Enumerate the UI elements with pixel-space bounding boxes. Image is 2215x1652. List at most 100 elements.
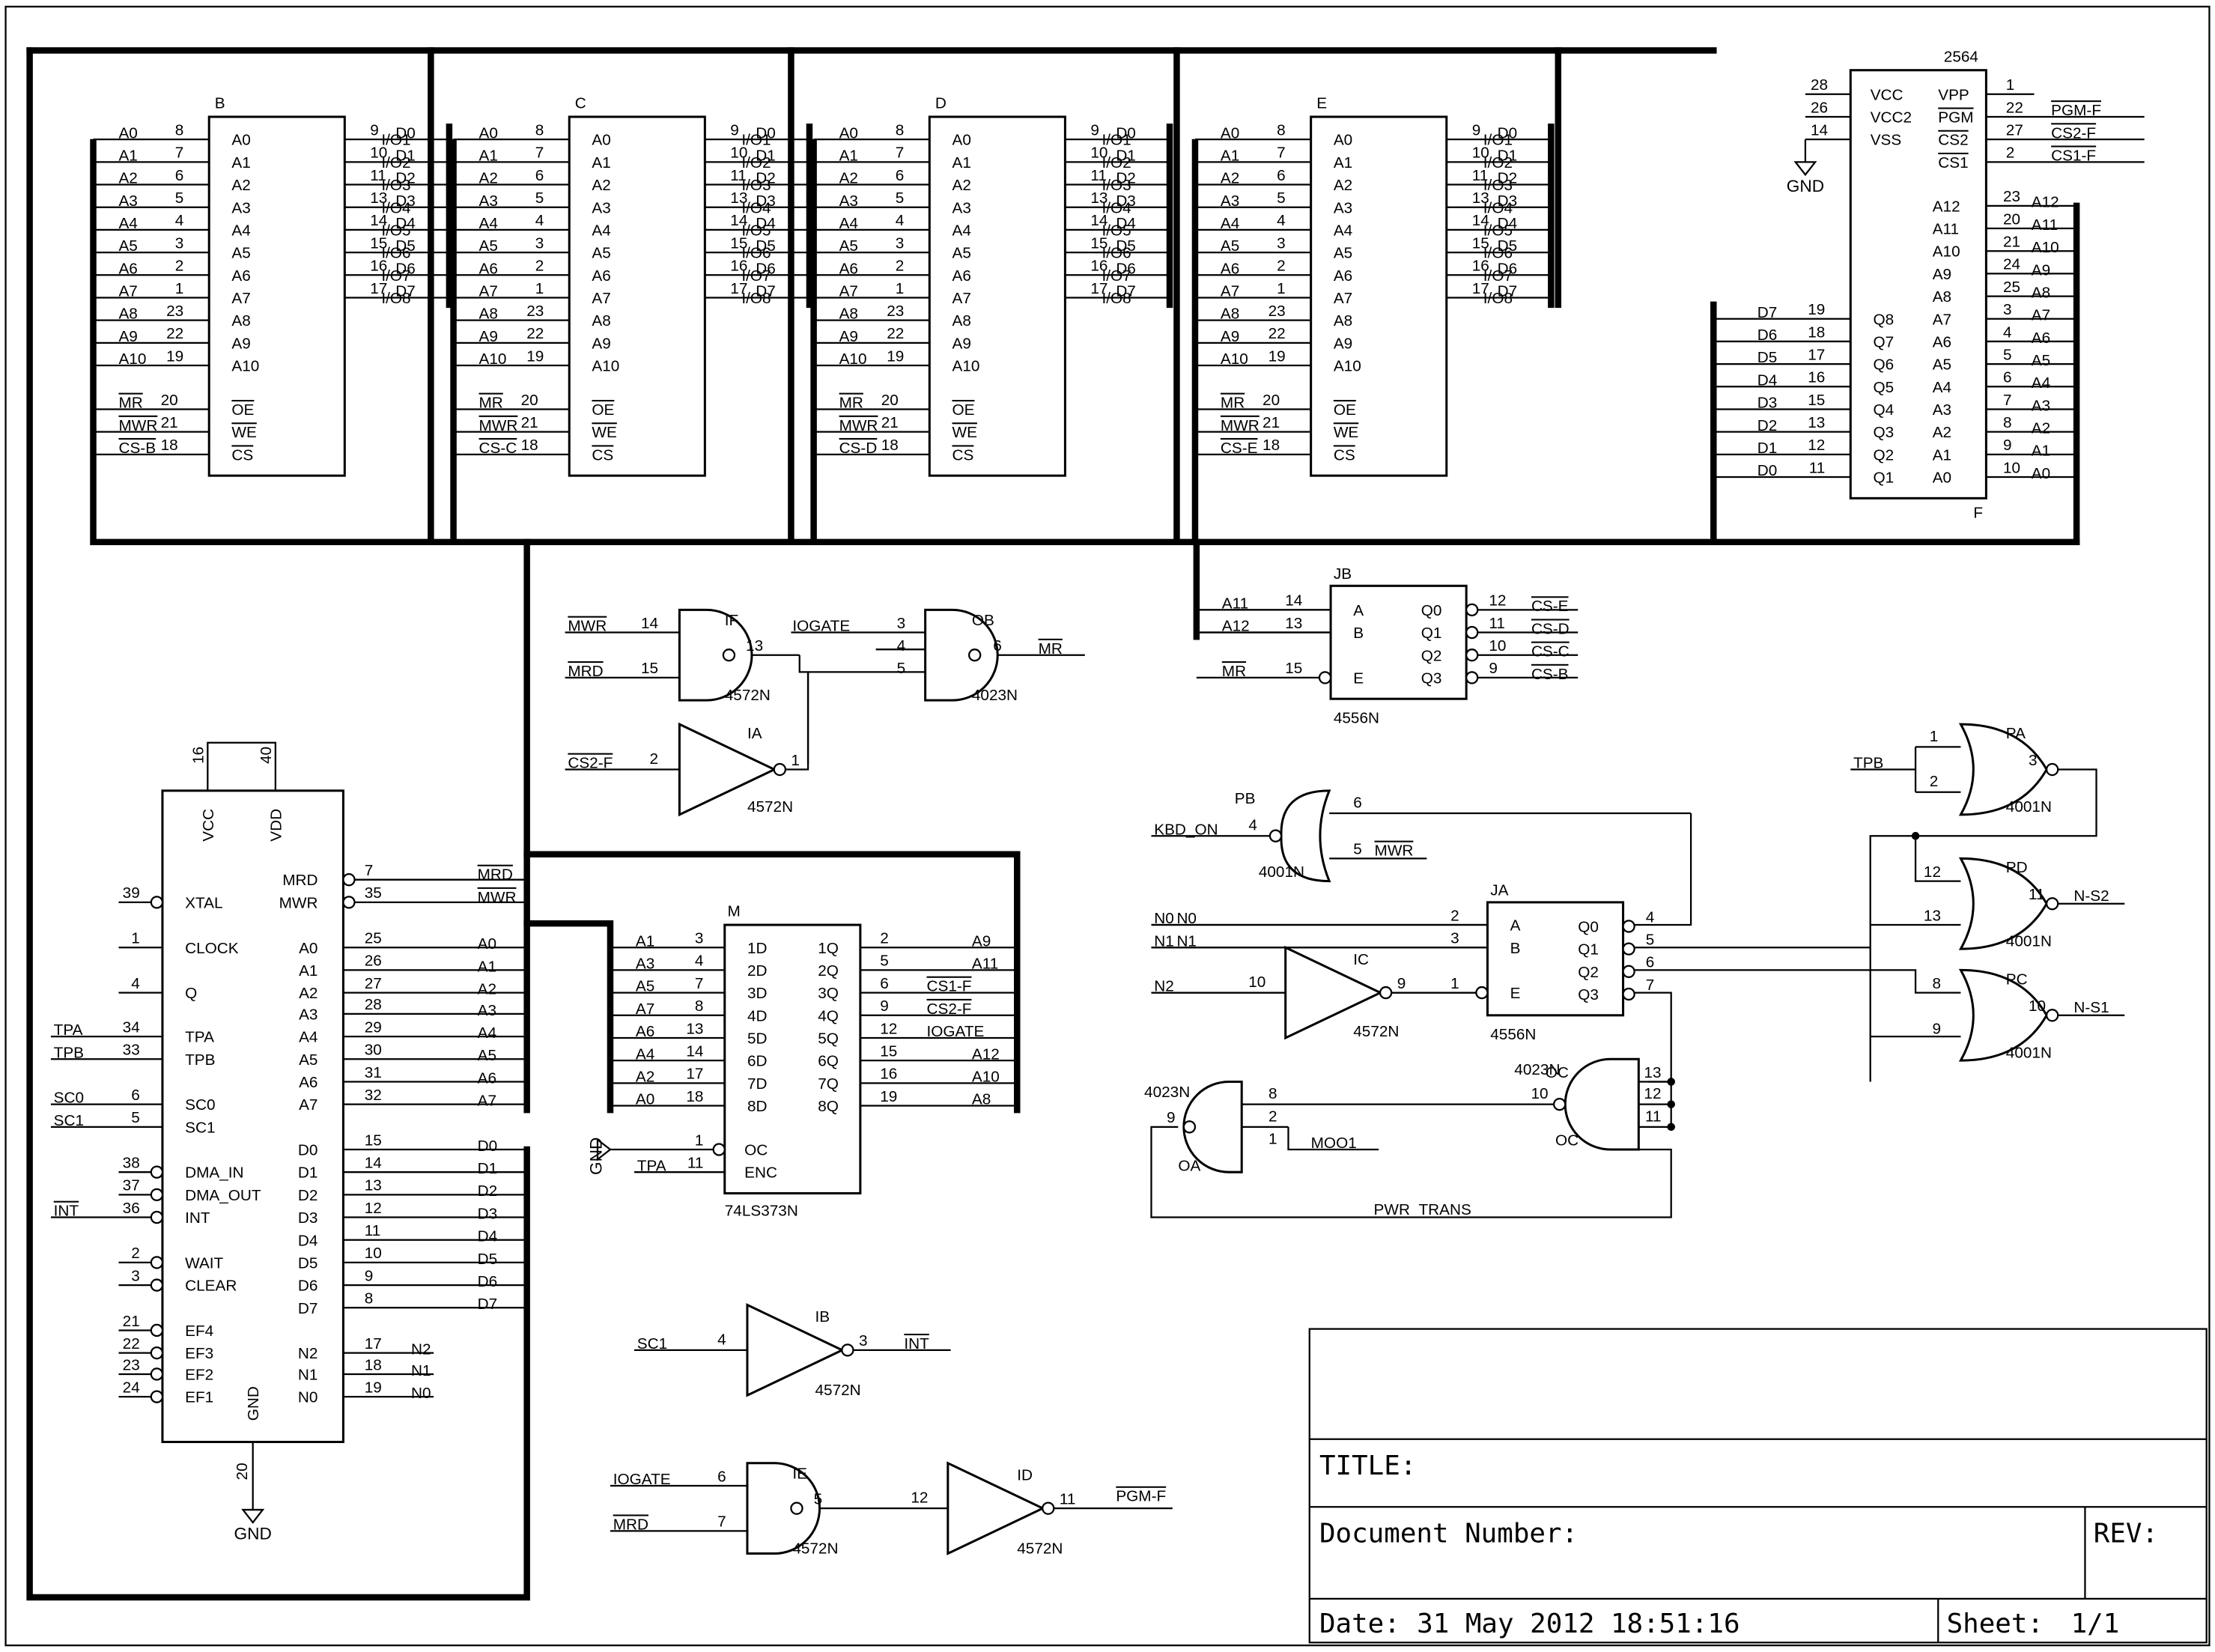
pin-number: 5: [896, 189, 905, 207]
pin-number: 19: [365, 1379, 382, 1396]
pin-name: E: [1353, 669, 1364, 687]
pin-name: I/O6: [381, 245, 410, 262]
gate-id: [947, 1461, 1046, 1555]
pin-number: 23: [123, 1356, 140, 1373]
address-net-label: A5: [118, 237, 137, 255]
inversion-bubble: [1465, 625, 1479, 640]
chip-select-net-label: CS-C: [479, 440, 517, 457]
address-net-label: A5: [839, 237, 858, 255]
pin-number: 16: [730, 258, 747, 275]
pin-name: OE: [952, 401, 974, 419]
pin-name: Q: [185, 985, 197, 1002]
pin-number: 28: [1811, 76, 1828, 94]
pin-number: 18: [881, 437, 899, 454]
bus: [523, 851, 1021, 1114]
inversion-bubble: [1622, 942, 1635, 956]
gnd-label: GND: [1787, 177, 1824, 195]
pin-number: 14: [370, 212, 387, 229]
gate-part: 4023N: [972, 687, 1018, 704]
gate-ref: PC: [2006, 971, 2028, 988]
pin-number: 16: [1090, 258, 1108, 275]
decoder-part: 4556N: [1334, 709, 1379, 726]
address-net-label: A9: [118, 328, 137, 345]
pin-name: I/O5: [381, 222, 410, 239]
pin-name: EF1: [185, 1389, 213, 1406]
pin-number: 14: [641, 615, 658, 632]
pin-number: 15: [1285, 660, 1302, 677]
address-net-label: A1: [479, 147, 498, 164]
pin-number: 13: [1924, 907, 1941, 924]
inversion-bubble: [342, 896, 356, 909]
pin-name: VCC: [1871, 86, 1903, 103]
pin-name: A7: [231, 290, 250, 307]
gate-ref: OA: [1178, 1157, 1200, 1174]
pin-name: EF3: [185, 1345, 213, 1362]
pin-number: 11: [1489, 615, 1505, 632]
pin-name: A8: [231, 312, 250, 330]
pin-number: 7: [1277, 145, 1286, 162]
pin-number: 4: [896, 212, 905, 229]
inversion-bubble: [150, 1323, 164, 1337]
pin-number: 14: [1090, 212, 1108, 229]
wire: [798, 655, 926, 673]
pin-number: 3: [2003, 301, 2012, 318]
pin-number: 15: [880, 1042, 897, 1060]
pin-number: 1: [2006, 76, 2015, 94]
address-net-label: A3: [118, 192, 137, 210]
pin-number: 25: [365, 930, 382, 947]
gate-if: [678, 608, 753, 702]
pin-number: 1: [1930, 728, 1939, 745]
pin-number: 16: [1472, 258, 1489, 275]
decoder-body: [1329, 584, 1468, 700]
pin-name: I/O2: [741, 154, 771, 171]
gate-ref: IB: [815, 1308, 830, 1325]
net-label: MWR: [568, 618, 607, 635]
address-net-label: A10: [118, 350, 146, 368]
pin-name: 6Q: [818, 1053, 839, 1070]
pin-number: 20: [234, 1463, 251, 1480]
inversion-bubble: [150, 1390, 164, 1403]
pin-name: CS: [952, 446, 973, 464]
pin-number: 21: [2003, 234, 2020, 251]
pin-name: A9: [231, 335, 250, 352]
pin-name: Q4: [1873, 401, 1894, 419]
gate-pc: [1958, 968, 2048, 1062]
pin-number: 10: [1489, 637, 1506, 655]
inversion-bubble: [967, 649, 982, 662]
pin-name: I/O2: [381, 154, 410, 171]
pin-number: 11: [370, 167, 386, 184]
date-value: 31 May 2012 18:51:16: [1417, 1609, 1740, 1639]
pin-number: 4: [897, 637, 906, 655]
pin-number: 2: [650, 750, 659, 768]
inversion-bubble: [841, 1343, 854, 1357]
gate-ref: IF: [725, 612, 738, 629]
address-net-label: A10: [2032, 239, 2059, 256]
gate-part: 4001N: [1259, 863, 1304, 881]
net-label: N1: [1154, 932, 1174, 950]
pin-number: 22: [526, 325, 544, 342]
chip-select-net-label: CS-B: [1531, 666, 1569, 683]
pin-number: 22: [887, 325, 904, 342]
inversion-bubble: [1465, 603, 1479, 617]
pin-name: I/O1: [1483, 132, 1513, 149]
pin-name: A10: [592, 358, 619, 375]
pin-number: 7: [1646, 977, 1655, 994]
input-net-label: A12: [1222, 618, 1250, 635]
inversion-bubble: [1042, 1501, 1055, 1515]
pin-name: A5: [299, 1051, 317, 1069]
net-label: TPA: [54, 1021, 83, 1039]
pin-name: TPB: [185, 1051, 215, 1069]
net-label: MRD: [568, 663, 603, 680]
pin-number: 14: [1285, 592, 1302, 610]
pin-name: A3: [592, 199, 610, 216]
pin-name: A5: [231, 245, 250, 262]
pin-number: 8: [1277, 122, 1286, 139]
bus: [523, 920, 614, 1114]
pin-number: 23: [887, 303, 904, 320]
pin-number: 8: [535, 122, 544, 139]
output-net-label: CS2-F: [927, 1000, 972, 1018]
inversion-bubble: [1622, 920, 1635, 933]
pin-number: 17: [365, 1335, 382, 1352]
gnd-triangle: [241, 1508, 265, 1524]
